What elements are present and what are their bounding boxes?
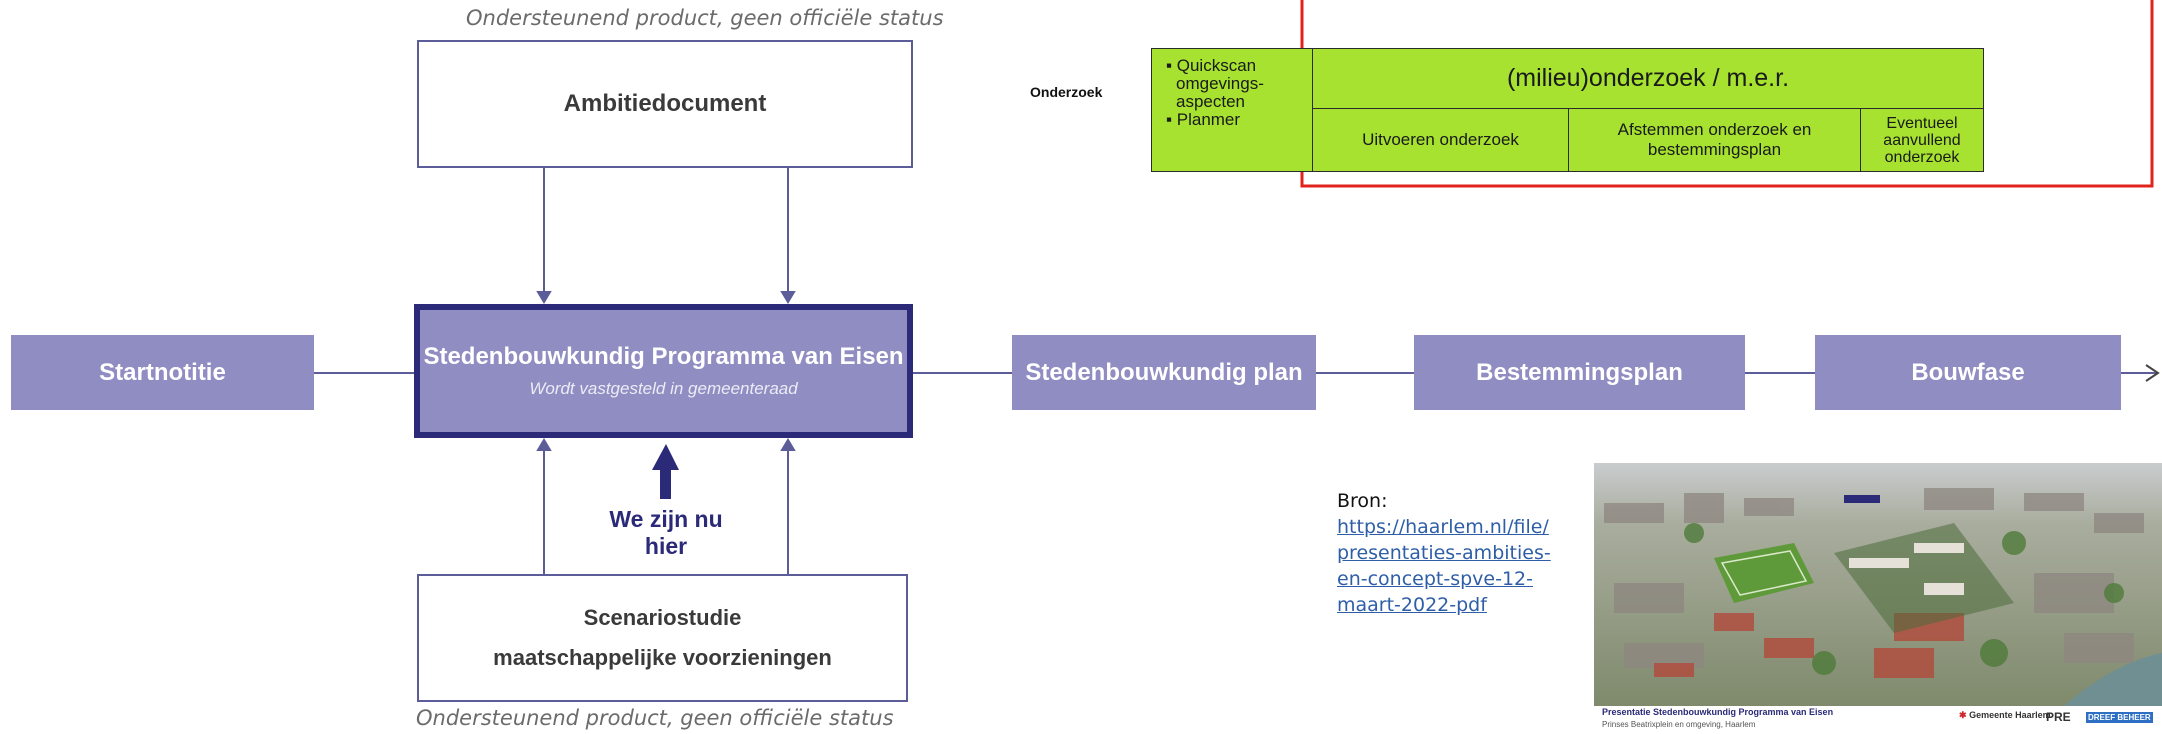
quickscan-cell: ▪ Quickscan omgevings- aspecten ▪ Planme… (1151, 48, 1313, 172)
research-cell-eventueel: Eventueel aanvullend onderzoek (1860, 108, 1984, 172)
onderzoek-label: Onderzoek (1030, 84, 1103, 100)
research-cell-uitvoeren: Uitvoeren onderzoek (1312, 108, 1569, 172)
logo-dreef-beheer: DREEF BEHEER (2086, 712, 2153, 723)
aerial-photo (1594, 463, 2162, 706)
caption-subtitle: Prinses Beatrixplein en omgeving, Haarle… (1602, 720, 1756, 729)
source-block: Bron: https://haarlem.nl/file/ presentat… (1337, 488, 1551, 618)
phase-bestemmingsplan: Bestemmingsplan (1414, 335, 1745, 410)
ambitiedocument-label: Ambitiedocument (563, 90, 767, 117)
phase-bestemming-label: Bestemmingsplan (1476, 358, 1683, 386)
spve-box: Stedenbouwkundig Programma van Eisen Wor… (414, 304, 913, 438)
scenariostudie-box: Scenariostudie maatschappelijke voorzien… (417, 574, 908, 702)
milieuonderzoek-header: (milieu)onderzoek / m.e.r. (1312, 48, 1984, 109)
caption-title: Presentatie Stedenbouwkundig Programma v… (1602, 707, 1834, 717)
here-label: We zijn nu hier (609, 506, 723, 559)
spve-title: Stedenbouwkundig Programma van Eisen (423, 343, 904, 370)
quickscan-line-1: ▪ Quickscan (1166, 56, 1257, 75)
logo-gemeente-haarlem: ✱ Gemeente Haarlem (1959, 710, 2051, 720)
source-label: Bron: (1337, 490, 1388, 512)
scenario-line1: Scenariostudie (583, 605, 742, 630)
top-note: Ondersteunend product, geen officiële st… (466, 6, 944, 30)
thumbnail-caption: Presentatie Stedenbouwkundig Programma v… (1594, 706, 2162, 734)
phase-stedenbouwkundig-plan: Stedenbouwkundig plan (1012, 335, 1316, 410)
phase-bouwfase: Bouwfase (1815, 335, 2121, 410)
bottom-note: Ondersteunend product, geen officiële st… (416, 706, 894, 730)
phase-startnotitie-label: Startnotitie (99, 358, 226, 386)
phase-startnotitie: Startnotitie (11, 335, 314, 410)
phase-bouw-label: Bouwfase (1911, 358, 2025, 386)
presentation-thumbnail: Presentatie Stedenbouwkundig Programma v… (1594, 463, 2162, 734)
scenario-line2: maatschappelijke voorzieningen (493, 645, 832, 670)
quickscan-line-3: aspecten (1176, 92, 1245, 111)
ambitiedocument-box: Ambitiedocument (417, 40, 913, 168)
logo-pre: PRE (2046, 710, 2071, 724)
spve-subtitle: Wordt vastgesteld in gemeenteraad (529, 379, 798, 398)
phase-plan-label: Stedenbouwkundig plan (1025, 358, 1303, 386)
quickscan-line-4: ▪ Planmer (1166, 110, 1241, 129)
research-cell-afstemmen: Afstemmen onderzoek en bestemmingsplan (1568, 108, 1861, 172)
quickscan-line-2: omgevings- (1176, 74, 1264, 93)
source-link[interactable]: https://haarlem.nl/file/ presentaties-am… (1337, 516, 1551, 616)
milieuonderzoek-title: (milieu)onderzoek / m.e.r. (1506, 64, 1790, 92)
